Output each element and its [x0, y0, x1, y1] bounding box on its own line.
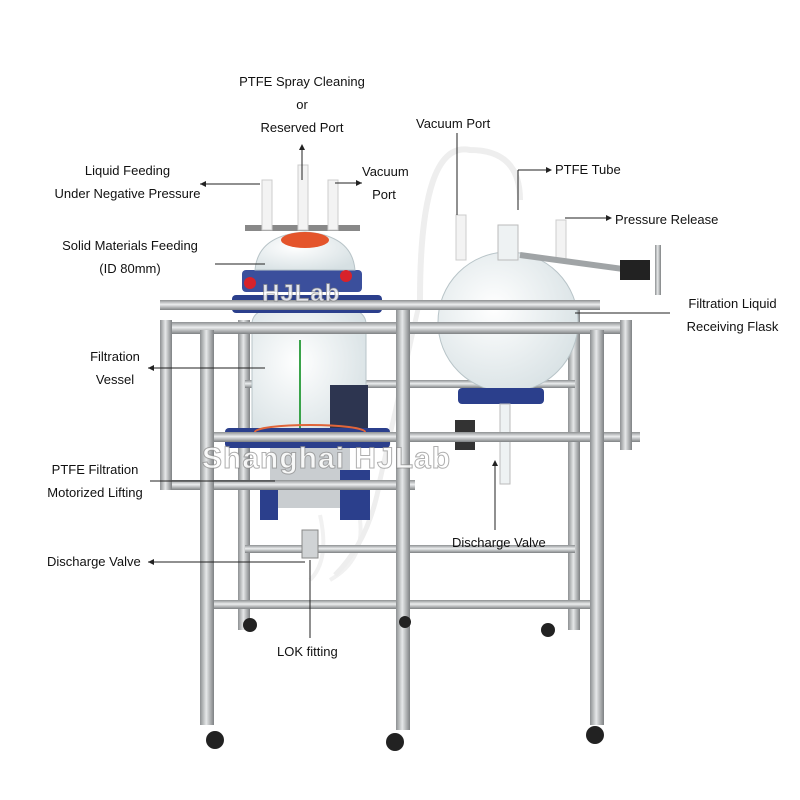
- label-line: Vacuum: [362, 164, 409, 179]
- label-line: Solid Materials Feeding: [62, 238, 198, 253]
- label-line: PTFE Filtration: [51, 462, 139, 477]
- label-line: or: [296, 97, 308, 112]
- label-discharge-valve-right: Discharge Valve: [452, 535, 546, 550]
- label-line: PTFE Spray Cleaning: [239, 74, 365, 89]
- label-line: (ID 80mm): [99, 261, 161, 276]
- label-solid-feeding: Solid Materials Feeding (ID 80mm): [50, 234, 210, 280]
- label-pressure-release: Pressure Release: [615, 212, 719, 227]
- label-lok-fitting: LOK fitting: [277, 644, 338, 659]
- label-receiving-flask: Filtration Liquid Receiving Flask: [670, 292, 795, 338]
- leader-arrowheads: [148, 144, 612, 565]
- label-line: Port: [372, 187, 396, 202]
- label-line: Motorized Lifting: [47, 485, 143, 500]
- label-line: Under Negative Pressure: [54, 186, 201, 201]
- watermark-large: Shanghai HJLab: [201, 442, 452, 476]
- label-spray-cleaning: PTFE Spray Cleaning or Reserved Port: [222, 70, 382, 139]
- frame-front: [160, 300, 640, 751]
- label-line: Filtration: [90, 349, 140, 364]
- watermark-small: HJLab: [261, 280, 341, 308]
- label-ptfe-tube: PTFE Tube: [555, 162, 621, 177]
- label-line: Vessel: [95, 372, 135, 387]
- label-vacuum-port-top: Vacuum Port: [416, 116, 491, 131]
- label-discharge-valve-left: Discharge Valve: [47, 554, 141, 569]
- label-line: Liquid Feeding: [84, 163, 171, 178]
- label-line: Filtration Liquid: [688, 296, 777, 311]
- label-liquid-feeding: Liquid Feeding Under Negative Pressure: [40, 159, 215, 205]
- label-filtration-vessel: Filtration Vessel: [80, 345, 150, 391]
- label-line: Receiving Flask: [686, 319, 779, 334]
- label-ptfe-filtration: PTFE Filtration Motorized Lifting: [35, 458, 155, 504]
- label-line: Reserved Port: [260, 120, 344, 135]
- ptfe-tube: [417, 146, 523, 301]
- label-vacuum-port-left: Vacuum Port: [362, 160, 409, 206]
